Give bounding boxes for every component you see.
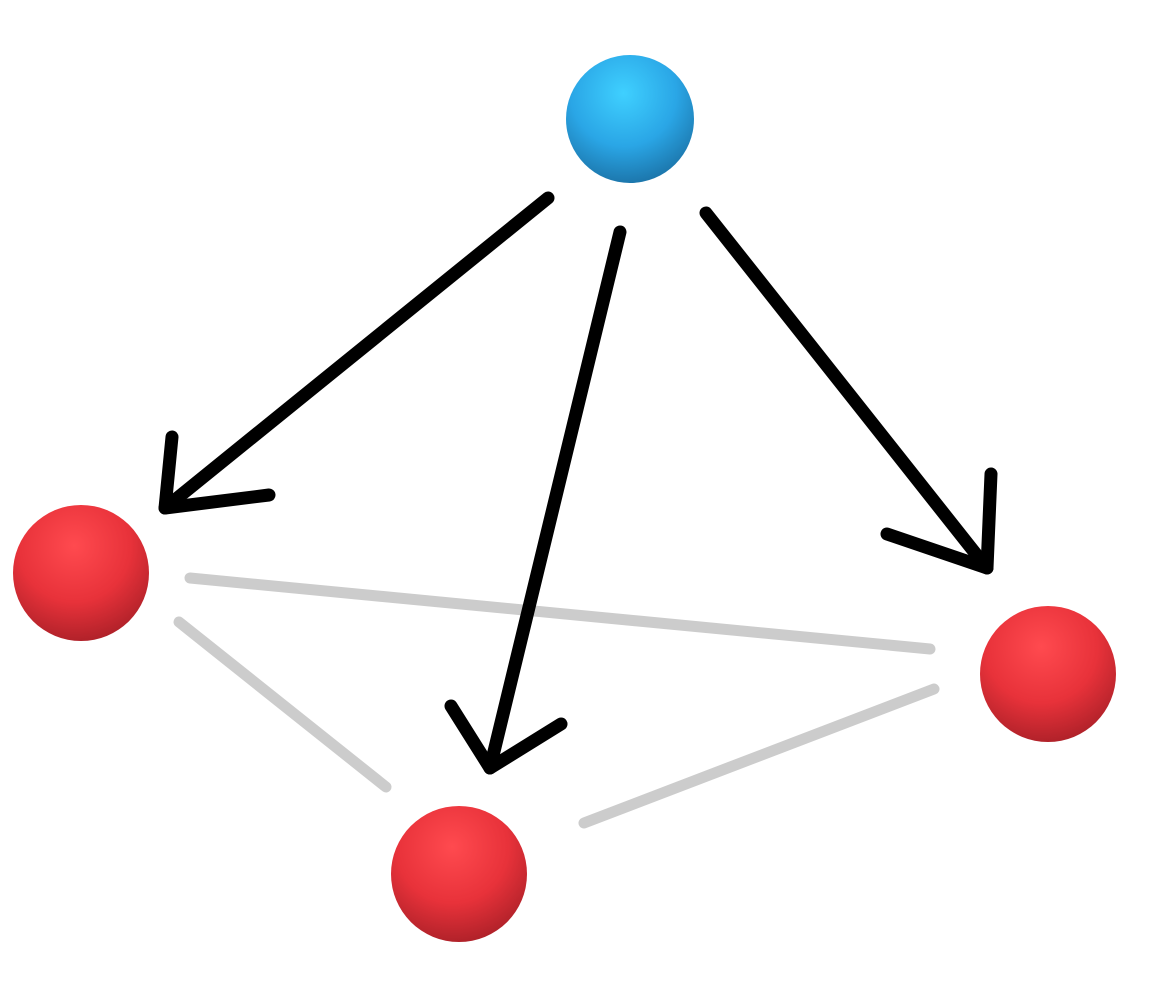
arrowhead-icon [158, 430, 276, 515]
link-bottom-right [578, 683, 940, 829]
source-node [566, 55, 694, 183]
nodes [13, 55, 1116, 942]
arrow-shaft [483, 225, 627, 775]
target-node-left [13, 505, 149, 641]
arrowhead-icon [444, 699, 568, 775]
directed-arrows [158, 191, 998, 775]
arrow-source-to-left [158, 191, 555, 515]
arrow-source-to-bottom [444, 225, 627, 775]
link-left-right [184, 572, 936, 655]
target-node-right [980, 606, 1116, 742]
peer-links [173, 572, 940, 829]
arrowhead-icon [880, 467, 998, 575]
arrow-source-to-right [699, 206, 998, 575]
link-left-bottom [173, 616, 392, 793]
target-node-bottom [391, 806, 527, 942]
arrow-shaft [699, 206, 994, 575]
arrow-shaft [158, 191, 555, 515]
